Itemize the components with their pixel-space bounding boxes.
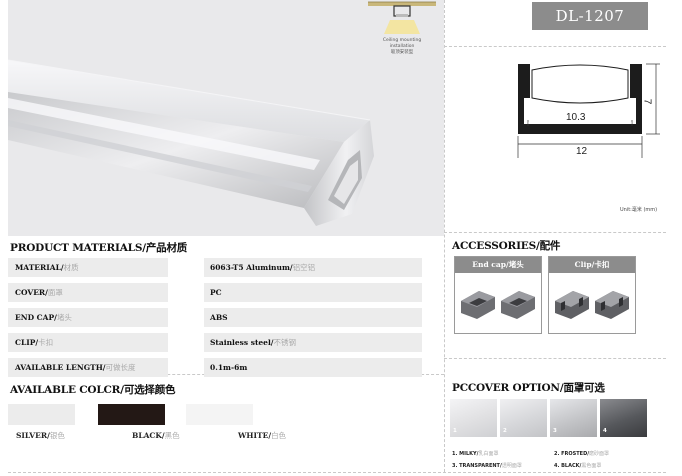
accessory-clip: Clip/卡扣 [548,256,636,334]
mounting-text: installation [389,44,415,49]
divider [444,232,666,233]
spec-label: MATERIAL/材质 [8,258,168,277]
spec-label: AVAILABLE LENGTH/可做长度 [8,358,168,377]
accessories-title: ACCESSORIES/配件 [452,240,561,252]
divider [444,358,666,359]
end-cap-icon [461,291,535,319]
divider [444,0,445,472]
cover-swatch-frosted [500,399,547,437]
spec-row: MATERIAL/材质 6063-T5 Aluminum/铝空铝 [8,258,444,277]
spec-value: 0.1m-6m [204,358,422,377]
spec-value: Stainless steel/不锈钢 [204,333,422,352]
spec-value: 6063-T5 Aluminum/铝空铝 [204,258,422,277]
model-badge: DL-1207 [532,2,648,30]
mounting-text: Ceiling mounting [382,38,422,43]
cover-number: 1 [453,428,457,434]
spec-label: CLIP/卡扣 [8,333,168,352]
cover-legend-item: 2. FROSTED/磨砂面罩 [554,451,610,457]
spec-row: AVAILABLE LENGTH/可做长度 0.1m-6m [8,358,444,377]
color-label: BLACK/黑色 [132,431,180,440]
dimension-inner-width: 10.3 [566,112,586,123]
spec-value: PC [204,283,422,302]
cover-number: 2 [503,428,507,434]
cover-number: 4 [603,428,607,434]
cover-number: 3 [553,428,557,434]
color-swatch-white [186,404,253,425]
cover-swatch-black [600,399,647,437]
spec-label: COVER/面罩 [8,283,168,302]
product-photo [8,0,444,236]
spec-row: END CAP/堵头 ABS [8,308,444,327]
available-color-title: AVAILABLE COLCR/可选择颜色 [10,384,176,396]
cover-legend-item: 1. MILKY/乳白面罩 [452,451,499,457]
accessory-end-cap: End cap/堵头 [454,256,542,334]
spec-label: END CAP/堵头 [8,308,168,327]
cover-legend-item: 3. TRANSPARENT/透明面罩 [452,463,522,469]
cover-swatch-milky [450,399,497,437]
spec-row: COVER/面罩 PC [8,283,444,302]
spec-row: CLIP/卡扣 Stainless steel/不锈钢 [8,333,444,352]
mounting-info: Ceiling mounting installation 吸顶安装型 [360,0,444,62]
clip-icon [555,291,629,319]
accessory-label: Clip/卡扣 [549,257,635,273]
divider [444,46,666,47]
color-swatch-silver [8,404,75,425]
spec-value: ABS [204,308,422,327]
color-label: WHITE/白色 [238,431,287,440]
dimension-outer-width: 12 [576,146,588,157]
cover-option-title: PCCOVER OPTION/面罩可选 [452,382,605,394]
divider [8,472,666,473]
color-label: SILVER/银色 [16,431,65,440]
profile-diagram [517,63,660,158]
cover-swatch-transparent [550,399,597,437]
accessory-label: End cap/堵头 [455,257,541,273]
ceiling-mount-icon [368,1,436,34]
dimension-height: 7 [641,98,653,105]
unit-label: Unit:毫米 (mm) [620,207,658,213]
product-materials-title: PRODUCT MATERIALS/产品材质 [10,242,188,254]
cover-legend-item: 4. BLACK/黑色面罩 [554,463,602,469]
mounting-text: 吸顶安装型 [390,50,414,55]
color-swatch-black [98,404,165,425]
